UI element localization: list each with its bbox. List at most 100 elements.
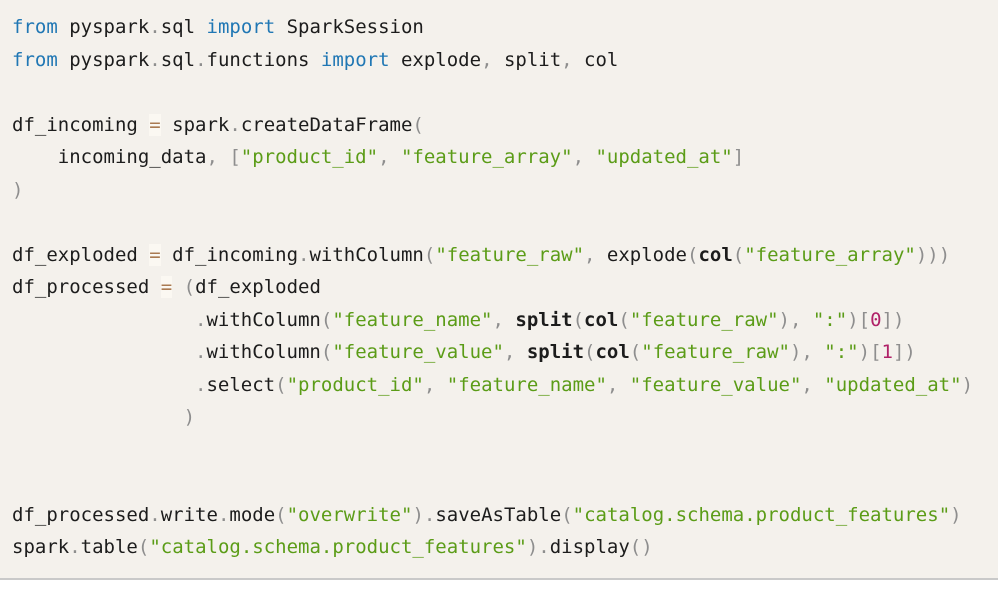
code-token: (	[687, 243, 699, 266]
code-token: df_incoming	[160, 243, 299, 266]
code-line: from pyspark.sql.functions import explod…	[12, 44, 986, 77]
code-token: col	[698, 243, 733, 266]
code-token: sql	[160, 48, 196, 71]
code-token: 0	[870, 308, 882, 331]
code-token: )[	[858, 341, 882, 363]
code-token: )))	[915, 243, 951, 266]
code-token: ).	[526, 536, 550, 558]
code-token: "updated_at"	[824, 373, 962, 396]
code-token: (	[732, 243, 745, 266]
code-token: .	[149, 48, 161, 71]
code-token: "overwrite"	[286, 503, 413, 526]
code-token: .	[195, 48, 207, 71]
code-token: .	[229, 113, 241, 136]
code-line: df_processed.write.mode("overwrite").sav…	[12, 499, 986, 532]
code-token: ,	[561, 48, 573, 71]
code-token: ,	[801, 373, 825, 396]
code-token: ])	[892, 341, 916, 363]
code-line: )	[12, 401, 986, 434]
code-token: ":"	[824, 341, 859, 363]
code-token: "feature_raw"	[641, 341, 790, 363]
code-token: )	[12, 178, 24, 201]
code-line: incoming_data, ["product_id", "feature_a…	[12, 141, 986, 174]
code-line: from pyspark.sql import SparkSession	[12, 11, 986, 44]
code-line	[12, 206, 986, 239]
code-token: df_processed	[12, 276, 161, 298]
code-token: .	[69, 536, 81, 558]
code-token: col	[572, 48, 619, 71]
code-token: withColumn	[206, 308, 321, 331]
code-token: ()	[629, 536, 653, 558]
code-token: withColumn	[309, 243, 424, 266]
code-token: explode	[606, 243, 687, 266]
code-token: 1	[881, 341, 893, 363]
code-token: "feature_name"	[446, 373, 607, 396]
code-token: display	[549, 536, 630, 558]
code-token: sql	[160, 16, 196, 38]
code-token: (	[584, 341, 596, 363]
code-token: df_exploded	[12, 243, 150, 266]
code-token: =	[149, 113, 161, 136]
code-token: spark	[12, 536, 70, 558]
code-token: (	[629, 341, 642, 363]
code-token: df_exploded	[195, 276, 321, 298]
code-token: =	[160, 276, 173, 298]
code-token: "feature_raw"	[435, 243, 585, 266]
code-token: saveAsTable	[435, 503, 562, 526]
code-token: )	[961, 373, 974, 396]
code-token: .	[149, 16, 161, 38]
code-token: "feature_name"	[332, 308, 493, 331]
code-token: "product_id"	[286, 373, 424, 396]
code-token: from	[12, 16, 58, 38]
code-line	[12, 466, 986, 499]
code-token: split	[515, 308, 573, 331]
code-line: .select("product_id", "feature_name", "f…	[12, 369, 986, 402]
code-token: (	[618, 308, 630, 331]
code-token: ),	[789, 341, 825, 363]
code-token: ,	[503, 341, 527, 363]
code-token: .	[217, 503, 230, 526]
code-token: , [	[206, 146, 241, 168]
code-token: (	[561, 503, 573, 526]
code-token: .	[195, 341, 207, 363]
code-token: "feature_array"	[744, 243, 916, 266]
code-token: col	[595, 341, 630, 363]
code-line: .withColumn("feature_name", split(col("f…	[12, 304, 986, 337]
code-token: ),	[778, 308, 813, 331]
code-line: df_incoming = spark.createDataFrame(	[12, 109, 986, 142]
code-token: mode	[229, 503, 276, 526]
code-token: )	[12, 406, 196, 428]
code-token: import	[309, 48, 390, 71]
code-token: "updated_at"	[595, 146, 733, 168]
code-token: explode	[389, 48, 482, 71]
code-token: spark	[160, 113, 230, 136]
code-token: ,	[423, 373, 447, 396]
code-line: spark.table("catalog.schema.product_feat…	[12, 531, 986, 564]
code-token: .	[149, 503, 161, 526]
code-token: table	[80, 536, 138, 558]
code-token: SparkSession	[275, 16, 424, 38]
code-token: "catalog.schema.product_features"	[572, 503, 951, 526]
code-token: ,	[481, 48, 493, 71]
code-token: functions	[206, 48, 310, 71]
code-token: col	[584, 308, 619, 331]
code-token: ,	[606, 373, 630, 396]
code-token: .	[195, 308, 207, 331]
code-token: incoming_data	[12, 146, 207, 168]
code-token: (	[423, 243, 436, 266]
code-token: ,	[492, 308, 516, 331]
code-token: (	[412, 113, 424, 136]
code-line: .withColumn("feature_value", split(col("…	[12, 336, 986, 369]
code-token: "feature_array"	[400, 146, 573, 168]
code-token: df_processed	[12, 503, 150, 526]
code-token: ]	[732, 146, 745, 168]
code-token	[12, 341, 195, 363]
code-token: createDataFrame	[240, 113, 413, 136]
code-token: split	[492, 48, 562, 71]
code-token: import	[195, 16, 276, 38]
code-line	[12, 76, 986, 109]
code-token: ,	[584, 243, 607, 266]
